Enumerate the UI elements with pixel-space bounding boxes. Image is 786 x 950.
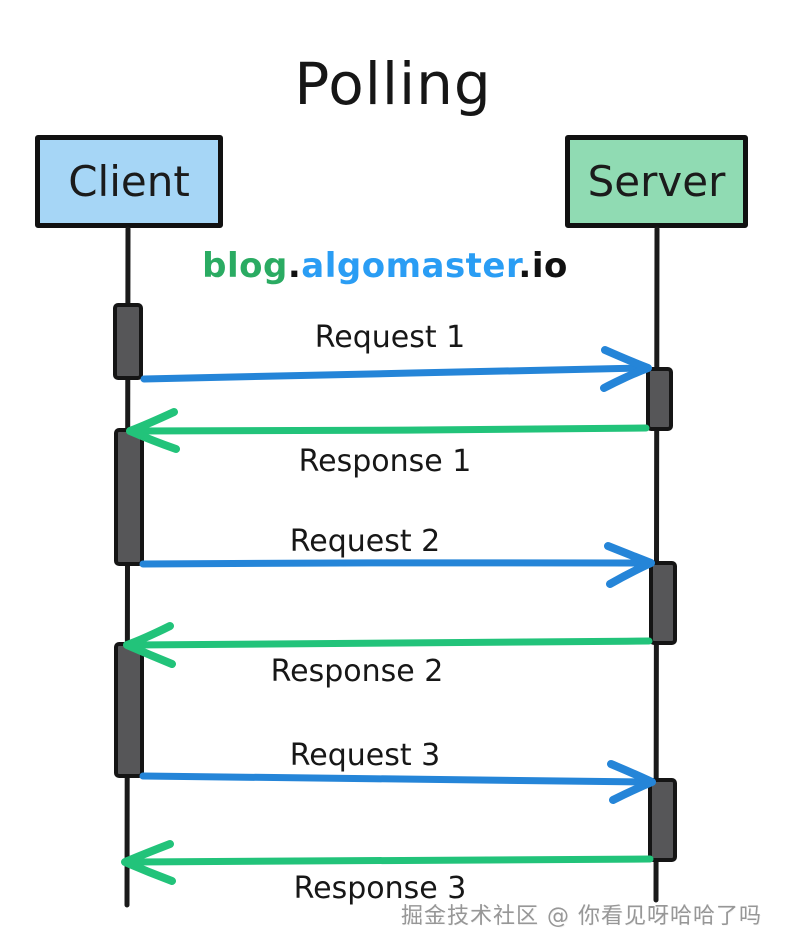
client-actor-box: Client: [35, 135, 223, 228]
message-label-request-3: Request 3: [289, 738, 441, 773]
request-3-arrowhead: [607, 760, 656, 804]
server-activation-bar-1: [646, 367, 673, 431]
client-activation-bar-2: [114, 428, 144, 566]
response-3-line: [130, 855, 654, 866]
watermark-io: .io: [518, 246, 568, 286]
community-credit-watermark: 掘金技术社区 @ 你看见呀哈哈了吗: [401, 904, 762, 929]
request-1-arrow: [140, 346, 652, 392]
message-label-response-1: Response 1: [298, 444, 472, 479]
message-label-request-2: Request 2: [289, 524, 441, 559]
request-2-arrow: [139, 542, 655, 588]
client-activation-bar-3: [114, 642, 144, 778]
response-2-arrow: [123, 622, 653, 668]
request-3-arrow: [139, 760, 656, 804]
site-watermark: blog.algomaster.io: [202, 246, 568, 286]
message-label-response-2: Response 2: [270, 654, 444, 689]
message-label-response-3: Response 3: [293, 871, 467, 906]
server-activation-bar-2: [649, 561, 677, 645]
response-3-arrowhead: [121, 840, 176, 885]
request-2-arrowhead: [604, 542, 655, 588]
watermark-algomaster: algomaster: [301, 246, 519, 286]
response-1-line: [132, 424, 650, 435]
request-1-line: [140, 364, 648, 383]
request-3-line: [139, 772, 652, 786]
watermark-dot: .: [287, 246, 302, 286]
response-3-arrow: [121, 840, 654, 885]
server-actor-label: Server: [587, 157, 726, 206]
page-title: Polling: [294, 50, 492, 118]
server-actor-box: Server: [565, 135, 748, 228]
watermark-blog: blog: [202, 246, 288, 286]
response-1-arrowhead: [126, 408, 180, 453]
client-activation-bar-1: [113, 303, 143, 380]
response-2-arrowhead: [123, 622, 176, 668]
request-2-line: [139, 559, 651, 568]
response-2-line: [129, 637, 653, 649]
request-1-arrowhead: [600, 346, 652, 392]
server-activation-bar-3: [648, 778, 677, 862]
message-label-request-1: Request 1: [314, 320, 466, 355]
response-1-arrow: [126, 408, 650, 453]
client-actor-label: Client: [68, 157, 190, 206]
